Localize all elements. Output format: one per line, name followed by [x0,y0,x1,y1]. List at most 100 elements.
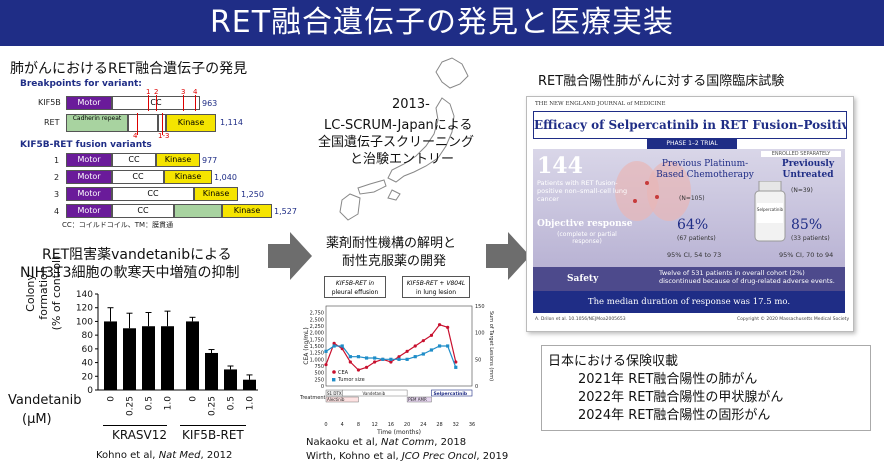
bar-y-tick-label: 100 [76,317,93,327]
legend-tumor-marker [332,378,336,382]
lung-icon [615,161,691,221]
nejm-pct1-sub: (67 patients) [677,235,716,242]
treatment-pem-bar [406,396,432,403]
treatment-alectinib-bar [325,396,359,403]
vandetanib-title-line1: RET阻害薬vandetanibによる [42,247,232,263]
v1-motor: Motor [66,153,112,167]
citation-wirth-journal: JCO Prec Oncol [401,451,477,462]
japan-year: 2013- [392,97,430,112]
resistance-title-line1: 薬剤耐性機構の解明と [326,236,457,251]
citation-kohno-journal: Nat Med [158,450,201,461]
nejm-objective-sub: (complete or partial response) [557,231,617,245]
trial-section-title: RET融合陽性肺がんに対する国際臨床試験 [538,74,785,89]
variant-1-label: 1 [54,156,60,165]
nejm-ci1: 95% CI, 54 to 73 [667,251,722,259]
v1-kinase: Kinase [156,153,200,167]
v3-kinase: Kinase [194,187,238,201]
ret-cadherin-domain: Cadherin repeat [66,114,128,132]
nejm-abstract-card: THE NEW ENGLAND JOURNAL of MEDICINE Effi… [526,96,854,332]
bar [161,326,174,390]
line-y-tick-label: 1,250 [310,351,324,357]
nejm-objective: Objective response [537,219,633,229]
bp-top-1: 1 [146,88,151,96]
bp-line-4 [195,95,196,111]
tumor-point [373,356,377,360]
treatment-alectinib-label: Alectinib [327,397,345,402]
tumor-point [413,355,417,359]
bar-chart-ylabel: Colony formation (% of control) [24,248,63,338]
bar [243,379,256,390]
v3-cc: CC [112,187,194,201]
page-title: RET融合遺伝子の発見と医療実装 [0,0,884,46]
insurance-title: 日本における保険収載 [548,354,679,369]
kif5b-gene-bar: Motor CC [66,96,200,110]
bar-y-tick-label: 140 [76,290,93,300]
line-y2-label: Sum of Target Lesions (mm) [488,311,494,381]
line-y-tick-label: 0 [321,384,324,390]
line-x-tick-label: 24 [420,422,426,428]
nejm-pct2: 85% [791,217,823,233]
variant-3-label: 3 [54,190,60,199]
bar-ylabel-line1: Colony formation [24,266,50,320]
nejm-col1-title: Previous Platinum-Based Chemotherapy [656,159,754,180]
bar-x-tick-label: 0.25 [126,396,136,416]
nejm-enrolled: ENROLLED SEPARATELY [761,151,841,157]
line-y-label: CEA (ng/mL) [303,327,310,365]
group-kif5b-ret-label: KIF5B-RET [182,428,244,442]
vandetanib-unit: (μM) [22,412,52,427]
tumor-point [446,344,450,348]
variant-3-bar: Motor CC Kinase [66,187,238,201]
bar-y-tick-label: 60 [82,345,94,355]
line-y2-tick-label: 100 [475,331,485,337]
cea-point [405,349,409,353]
variant-2-length: 1,040 [214,173,237,182]
bp-top-2: 2 [154,88,159,96]
v2-cc: CC [112,170,164,184]
resistance-title-line2: 耐性克服薬の開発 [342,254,447,269]
bar-y-tick-label: 40 [82,359,94,369]
v4-cadherin [174,204,222,218]
nejm-figure-bg [533,149,845,267]
citation-kohno-prefix: Kohno et al, [96,450,156,461]
nejm-col2-title: Previously Untreated [781,159,835,180]
bar-y-tick-label: 120 [76,304,93,314]
line-y-tick-label: 2,000 [310,331,324,337]
legend-cea-label: CEA [338,370,349,376]
bp-top-3: 3 [181,88,186,96]
nejm-col2-n: (N=39) [791,187,813,194]
treatment-vandetanib-label: Vandetanib [363,391,386,396]
v1-cc: CC [112,153,156,167]
tumor-point [454,365,458,369]
bar-y-tick-label: 0 [87,386,93,396]
insurance-box: 日本における保険収載 2021年 RET融合陽性の肺がん 2022年 RET融合… [541,345,871,431]
line-x-label: Time (months) [376,429,421,436]
line-y-tick-label: 500 [314,371,324,377]
citation-wirth: Wirth, Kohno et al, JCO Prec Oncol, 2019 [306,451,508,462]
nejm-ci2: 95% CI, 70 to 94 [779,251,834,259]
tumor-point [332,344,336,348]
variant-3-length: 1,250 [241,190,264,199]
ret-kinase-domain: Kinase [166,114,216,132]
bar-x-tick-label: 1.0 [246,396,256,411]
bottle-label: Selpercatinib [756,207,784,212]
citation-wirth-suffix: , 2019 [476,451,509,462]
bp-line-3 [183,95,184,111]
box1-line2: pleural effusion [331,289,379,296]
nejm-safety-bar [533,267,845,291]
box2-line1: KIF5B-RET + V804L [406,280,466,287]
arrow-right-icon [486,232,530,280]
citation-nakaoku-suffix: , 2018 [434,437,467,448]
v4-kinase: Kinase [222,204,272,218]
bp-top-4: 4 [193,88,198,96]
insurance-item-2021: 2021年 RET融合陽性の肺がん [578,372,758,387]
bar [186,321,199,390]
ret-blank-domain [128,114,158,132]
bar-x-tick-label: 0.5 [227,396,237,410]
cea-point [413,344,417,348]
ret-length: 1,114 [220,118,243,127]
cea-point [389,360,393,364]
line-x-tick-label: 8 [357,422,360,428]
variant-2-label: 2 [54,173,60,182]
group-kras-label: KRASV12 [112,428,168,442]
